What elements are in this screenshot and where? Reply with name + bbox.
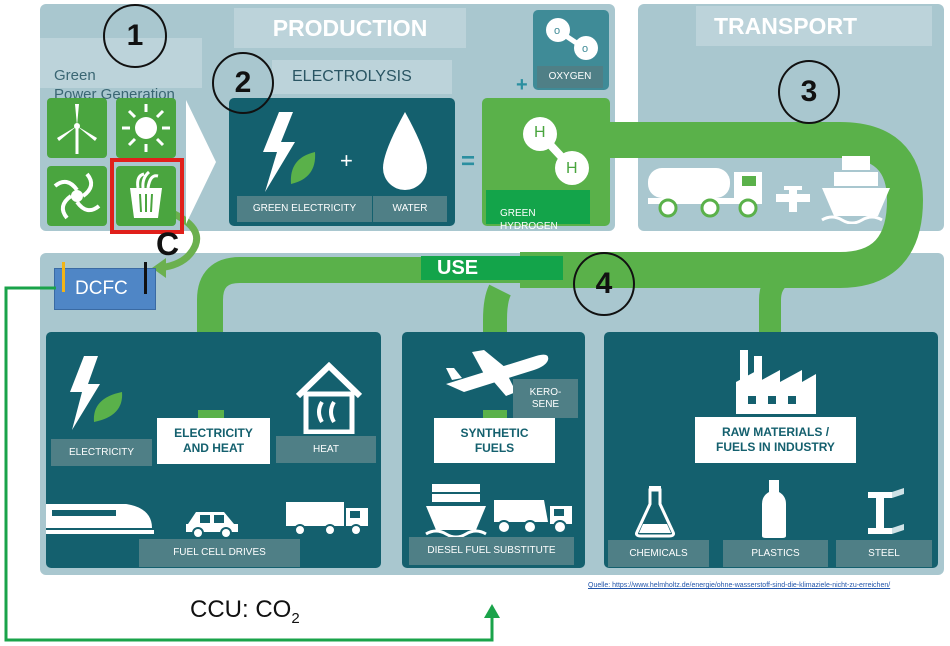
- ship-icon: [821, 156, 890, 224]
- factory-icon: [736, 350, 816, 414]
- svg-text:o: o: [582, 43, 588, 55]
- electrolysis-label: ELECTROLYSIS: [292, 68, 412, 85]
- dcfc-box: DCFC: [54, 268, 156, 310]
- use-title: USE: [437, 256, 479, 279]
- biomass-tile: [116, 166, 176, 226]
- step-4-number: 4: [595, 267, 613, 300]
- production-header: PRODUCTION: [234, 8, 466, 48]
- biomass-highlight-box: [110, 158, 184, 234]
- dcfc-yellow-marker: [62, 262, 65, 292]
- dcfc-label: DCFC: [75, 278, 128, 299]
- use-header: USE: [421, 256, 563, 280]
- step-2-marker: 2: [212, 52, 274, 114]
- steel-beam-icon: [868, 488, 904, 534]
- plus-sign: +: [340, 148, 353, 173]
- flask-icon: [635, 486, 675, 538]
- heat-tag: HEAT: [276, 436, 376, 463]
- plus-oxygen: +: [516, 74, 528, 96]
- chemicals-tag: CHEMICALS: [608, 540, 709, 567]
- wind-turbine-icon: [57, 104, 97, 154]
- green-hydrogen-label: GREEN HYDROGEN: [500, 208, 558, 232]
- car-icon: [186, 512, 238, 538]
- transport-title: TRANSPORT: [714, 12, 858, 39]
- truck-icon: [286, 502, 368, 536]
- hydro-turbine-icon: [53, 172, 101, 220]
- transport-header: TRANSPORT: [696, 6, 932, 46]
- plastic-bottle-icon: [762, 480, 786, 538]
- step-4-marker: 4: [573, 252, 635, 316]
- airplane-icon: [446, 350, 549, 396]
- ccu-text: CCU: CO: [190, 596, 292, 623]
- hydrogen-molecule-icon: [523, 117, 589, 185]
- tanker-truck-icon: [648, 168, 762, 218]
- green-electricity-tag: GREEN ELECTRICITY: [237, 196, 372, 222]
- hydrogen-atom-label-2: H: [566, 160, 578, 177]
- sun-icon: [122, 104, 170, 152]
- green-electricity-use-icon: [70, 356, 123, 430]
- hydrogen-atom-label-1: H: [534, 124, 546, 141]
- oxygen-molecule-icon: o o: [546, 18, 598, 60]
- house-heat-icon: [295, 362, 363, 434]
- oxygen-tag: OXYGEN: [537, 66, 603, 88]
- equals-sign: =: [461, 148, 476, 175]
- electricity-and-heat-label: ELECTRICITY AND HEAT: [157, 418, 270, 464]
- fuel-cell-drives-tag: FUEL CELL DRIVES: [139, 539, 300, 567]
- step-1-marker: 1: [103, 4, 167, 68]
- biomass-bin-icon: [130, 170, 162, 218]
- ccu-co2-label: CCU: CO2: [190, 596, 300, 627]
- production-arrow-icon: [186, 100, 216, 224]
- train-icon: [46, 504, 154, 534]
- pipeline-valve-icon: [776, 186, 810, 212]
- step-1-number: 1: [126, 19, 144, 52]
- electrolysis-header: ELECTROLYSIS: [272, 60, 452, 94]
- hydro-tile: [47, 166, 107, 226]
- svg-text:o: o: [554, 25, 560, 37]
- green-hydrogen-tag: GREEN HYDROGEN: [486, 190, 590, 232]
- step-2-number: 2: [234, 66, 252, 99]
- c-label: C: [156, 226, 180, 262]
- solar-tile: [116, 98, 176, 158]
- water-tag: WATER: [373, 196, 447, 222]
- steel-tag: STEEL: [836, 540, 932, 567]
- synthetic-fuels-text: SYNTHETIC FUELS: [460, 425, 529, 455]
- wind-tile: [47, 98, 107, 158]
- diesel-fuel-substitute-tag: DIESEL FUEL SUBSTITUTE: [409, 537, 574, 565]
- electricity-tag: ELECTRICITY: [51, 439, 152, 466]
- raw-materials-text: RAW MATERIALS / FUELS IN INDUSTRY: [716, 425, 835, 454]
- kerosene-tag: KERO- SENE: [513, 379, 578, 418]
- water-drop-icon: [383, 112, 427, 190]
- electricity-and-heat-text: ELECTRICITY AND HEAT: [174, 426, 253, 455]
- dcfc-black-marker: [144, 262, 147, 294]
- synthetic-fuels-label: SYNTHETIC FUELS: [434, 418, 555, 463]
- green-electricity-icon: [263, 112, 316, 192]
- plastics-tag: PLASTICS: [723, 540, 828, 567]
- production-title: PRODUCTION: [272, 14, 428, 41]
- source-link[interactable]: Quelle: https://www.helmholtz.de/energie…: [588, 582, 891, 589]
- step-3-number: 3: [800, 75, 818, 108]
- ccu-subscript: 2: [291, 609, 300, 627]
- dump-truck-icon: [494, 500, 572, 534]
- step-3-marker: 3: [778, 60, 840, 124]
- raw-materials-label: RAW MATERIALS / FUELS IN INDUSTRY: [695, 417, 856, 463]
- kerosene-label: KERO- SENE: [529, 386, 562, 410]
